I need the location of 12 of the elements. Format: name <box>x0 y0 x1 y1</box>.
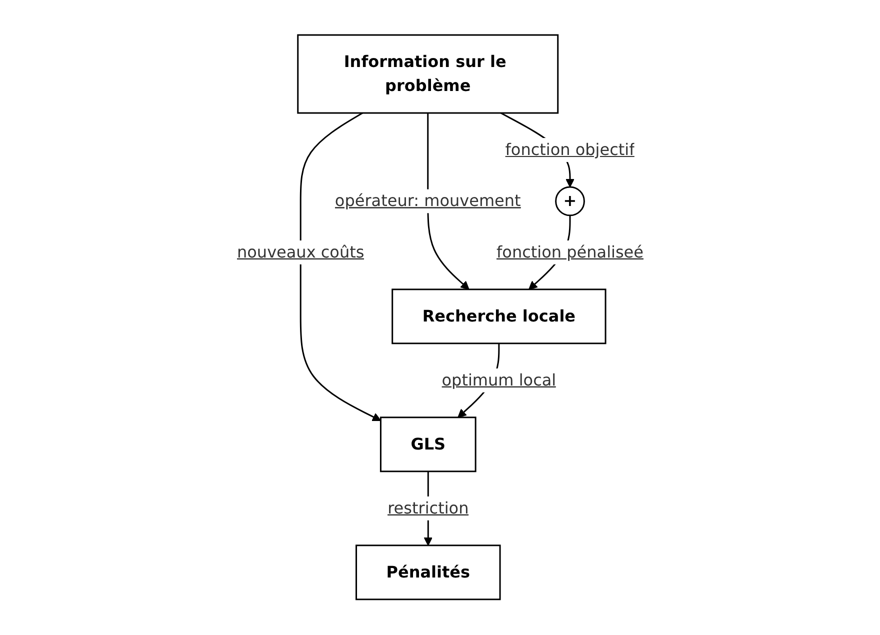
edge-label: nouveaux coûts <box>236 242 364 262</box>
edge-label: optimum local <box>442 370 556 390</box>
node-circle: + <box>554 186 585 216</box>
node-box: Pénalités <box>355 544 501 600</box>
node-box: GLS <box>380 416 476 472</box>
node-box: Information sur le problème <box>296 34 558 114</box>
node-box: Recherche locale <box>391 288 606 344</box>
edge-label: fonction objectif <box>505 140 634 160</box>
edge-label: opérateur: mouvement <box>334 191 521 210</box>
edge-label: fonction pénaliseé <box>496 242 644 262</box>
edge-label: restriction <box>387 498 468 518</box>
arrow <box>300 112 381 422</box>
